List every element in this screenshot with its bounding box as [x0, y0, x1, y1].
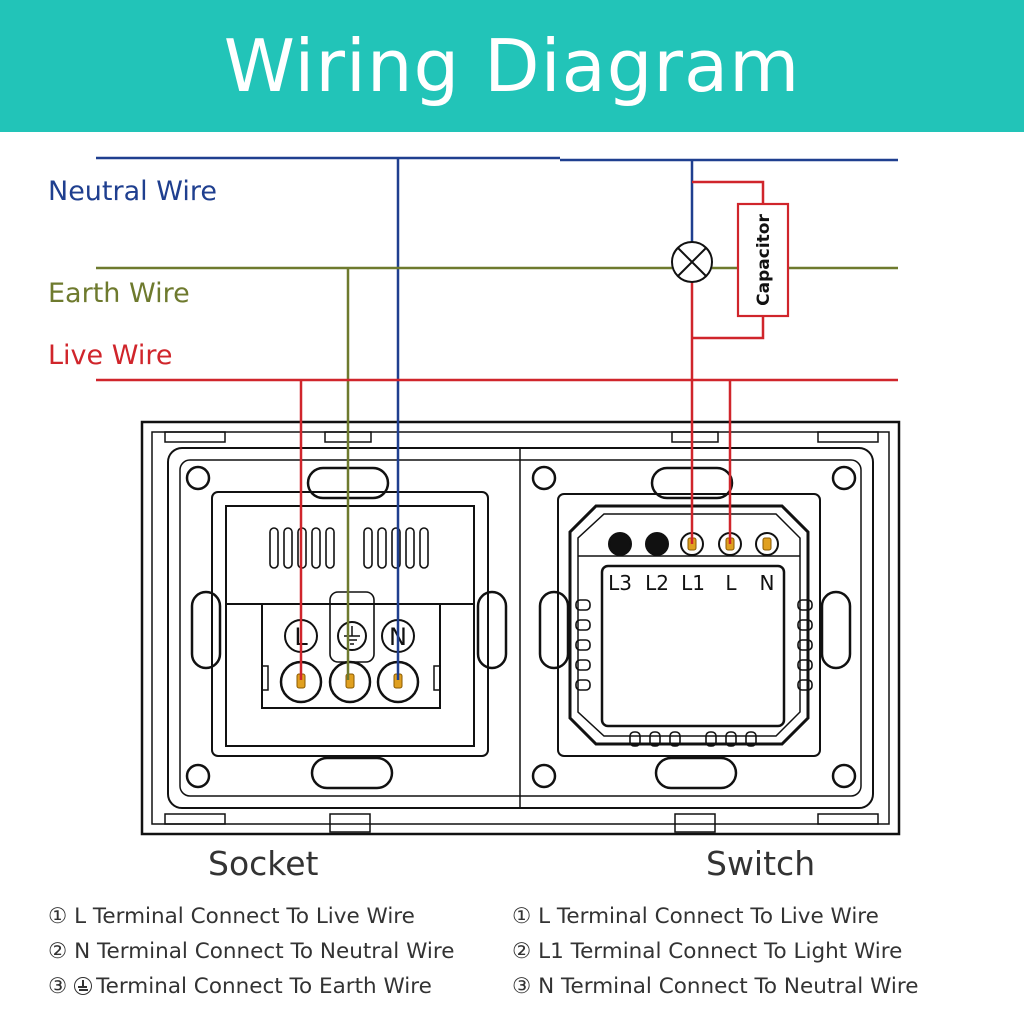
socket-terminal-screws [296, 673, 403, 689]
capacitor-label: Capacitor [754, 214, 774, 306]
socket-note-3: ③ Terminal Connect To Earth Wire [48, 969, 454, 1004]
switch-module [557, 493, 821, 757]
socket-module [211, 491, 489, 757]
earth-ground-icon [74, 977, 93, 995]
socket-note-3-prefix: ③ [48, 974, 75, 999]
switch-terminal-l2: L2 [645, 571, 669, 595]
switch-terminal-n: N [760, 571, 775, 595]
wall-plate [140, 420, 901, 836]
neutral-wires [96, 156, 898, 680]
header-bar: Wiring Diagram [0, 0, 1024, 132]
earth-ground-icon [344, 626, 360, 645]
switch-note-1: ① L Terminal Connect To Live Wire [512, 904, 879, 929]
live-wires [96, 180, 898, 680]
lamp-x-icon [671, 241, 713, 283]
switch-terminal-l1: L1 [681, 571, 705, 595]
switch-note-3: ③ N Terminal Connect To Neutral Wire [512, 974, 919, 999]
switch-note-2: ② L1 Terminal Connect To Light Wire [512, 939, 903, 964]
socket-title: Socket [208, 844, 319, 883]
live-wire-label: Live Wire [48, 340, 173, 371]
page-title: Wiring Diagram [223, 24, 801, 108]
switch-notes: ① L Terminal Connect To Live Wire ② L1 T… [512, 899, 918, 1004]
switch-terminal-l3: L3 [608, 571, 632, 595]
socket-note-1: ① L Terminal Connect To Live Wire [48, 904, 415, 929]
socket-note-3-text: Terminal Connect To Earth Wire [96, 974, 432, 999]
socket-note-2: ② N Terminal Connect To Neutral Wire [48, 939, 455, 964]
earth-wire-label: Earth Wire [48, 278, 190, 309]
socket-notes: ① L Terminal Connect To Live Wire ② N Te… [48, 899, 454, 1004]
earth-wires [96, 266, 898, 680]
neutral-wire-label: Neutral Wire [48, 176, 217, 207]
switch-title: Switch [706, 844, 816, 883]
switch-terminal-l: L [725, 571, 737, 595]
